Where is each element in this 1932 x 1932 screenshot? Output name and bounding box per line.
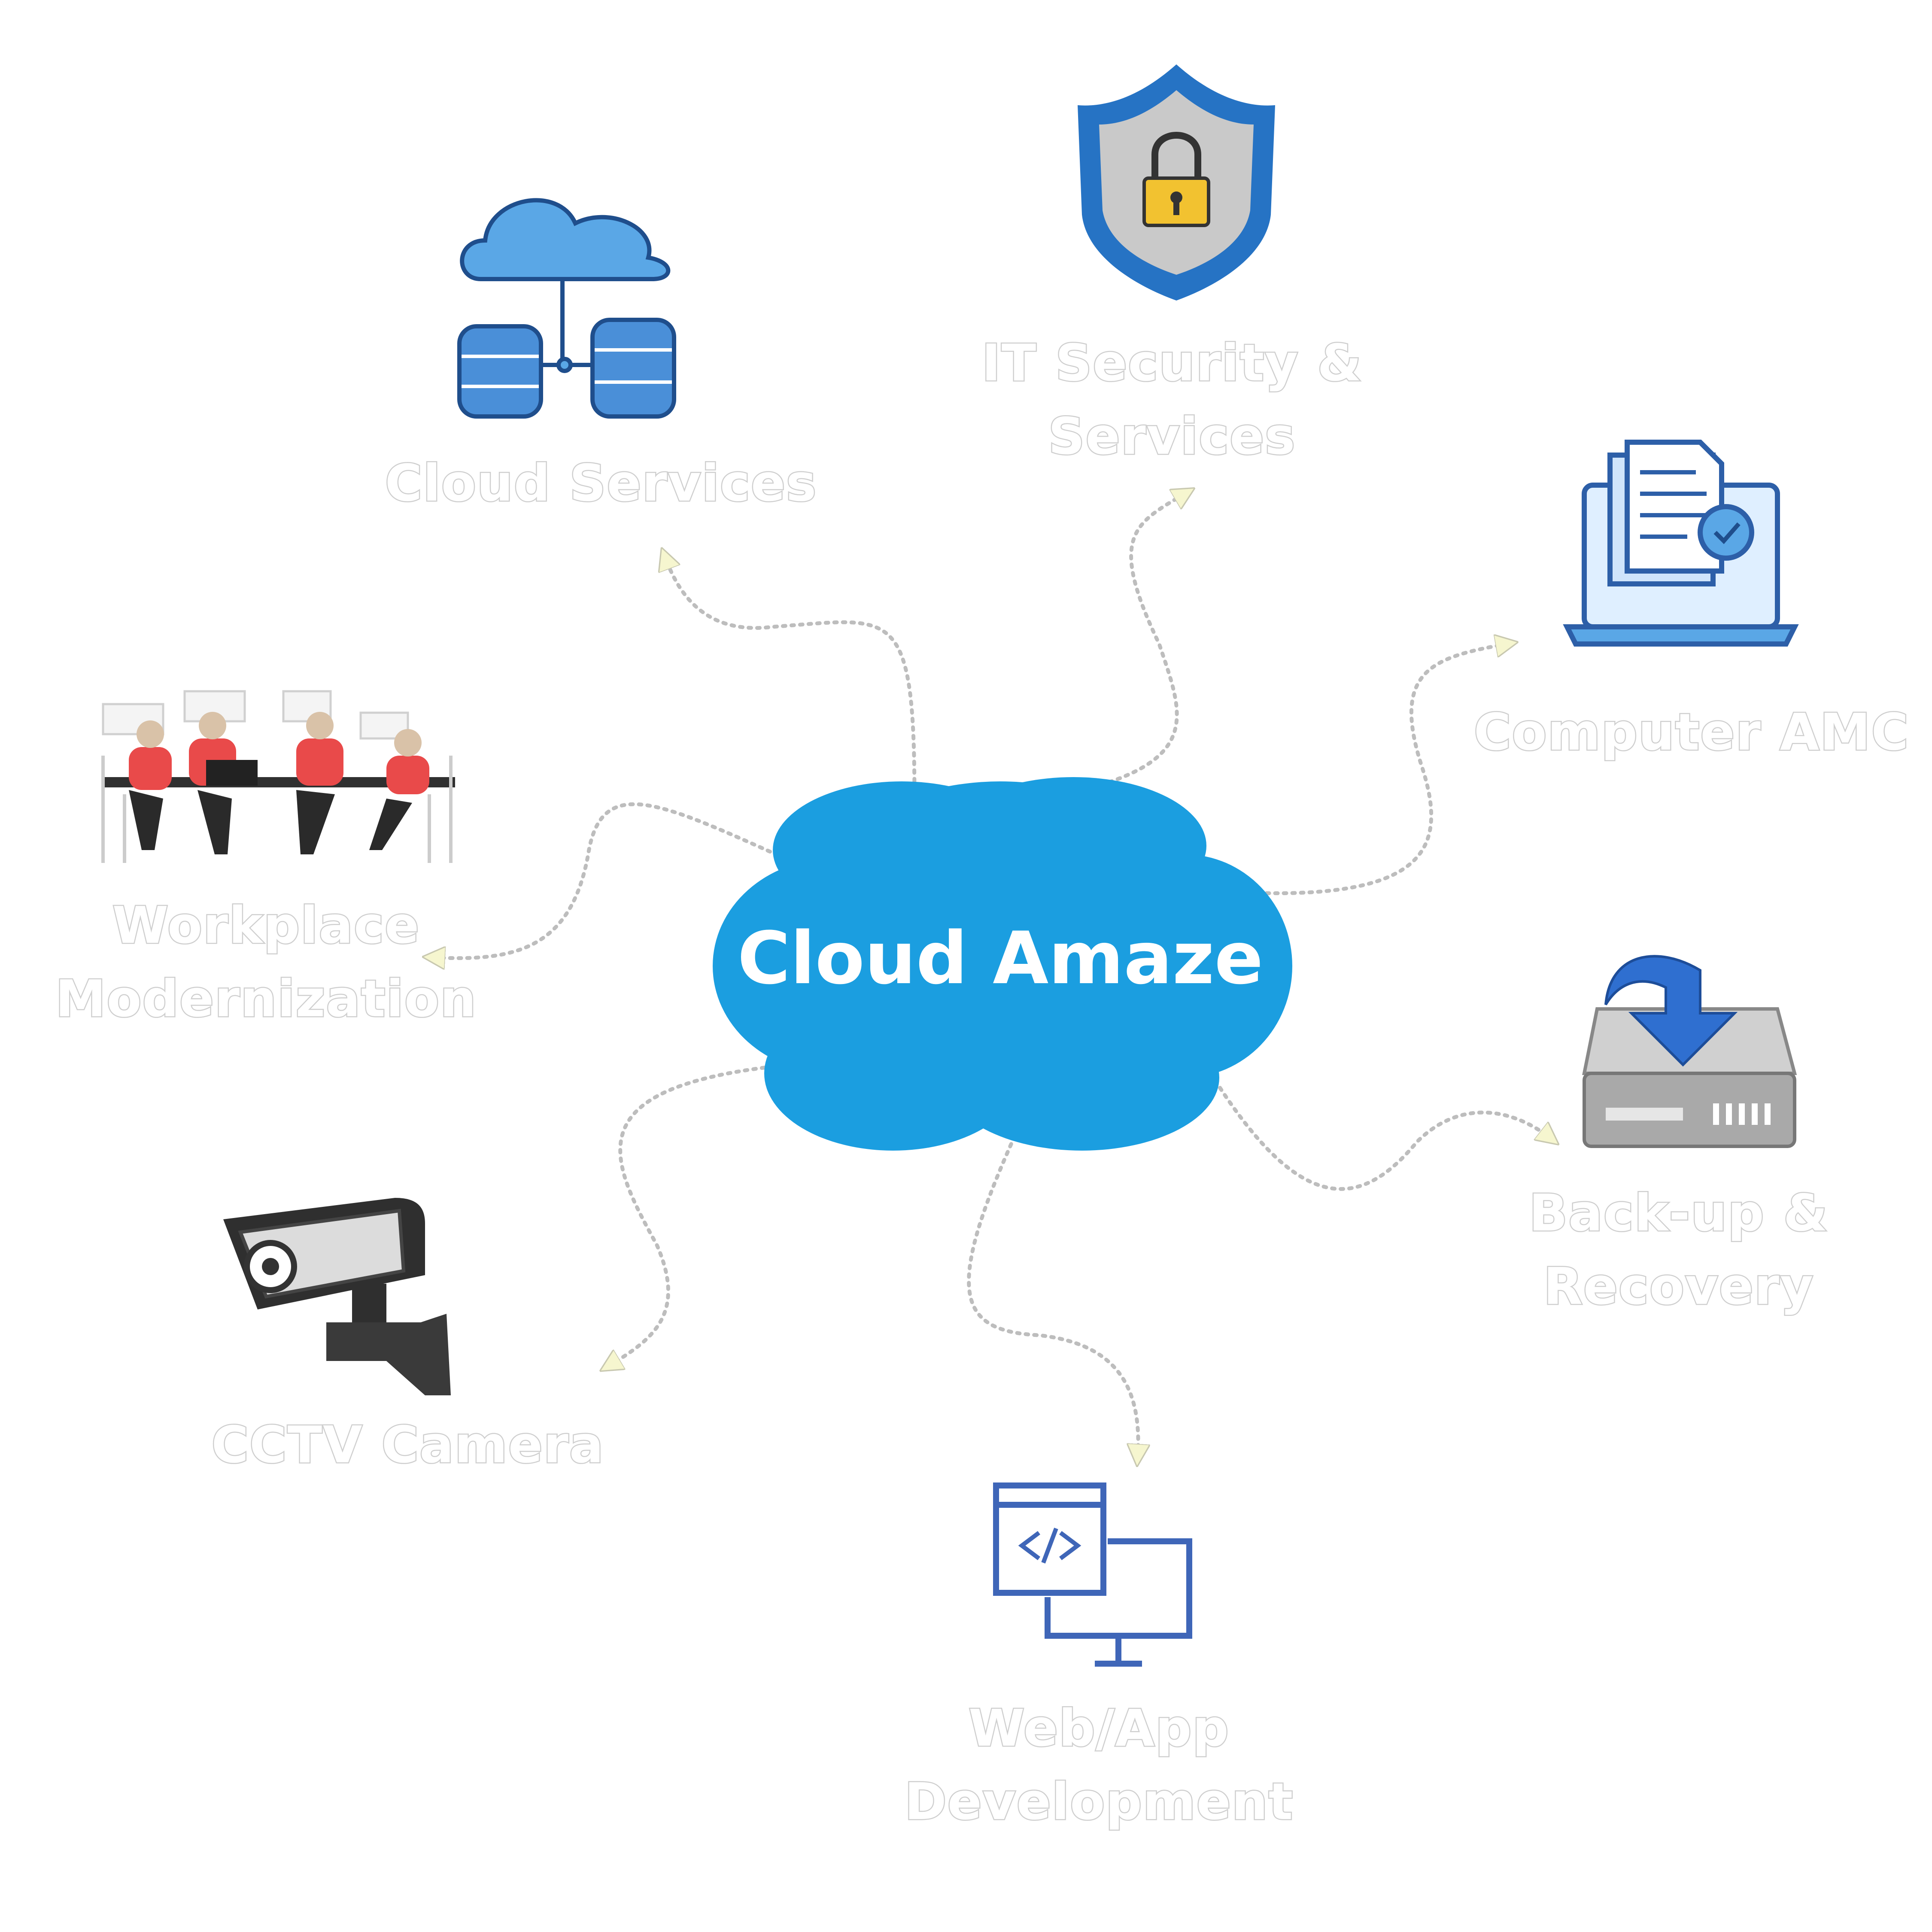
label-cloud-services: Cloud Services <box>384 452 817 513</box>
central-cloud <box>713 777 1292 1151</box>
label-computer-amc: Computer AMC <box>1473 701 1910 762</box>
cloud-database-icon <box>457 198 676 419</box>
connector-it-security <box>1015 494 1185 805</box>
laptop-document-gear-icon <box>1563 440 1799 647</box>
cctv-camera-icon <box>223 1198 451 1395</box>
connector-web-app <box>967 1118 1138 1455</box>
team-meeting-icon <box>101 690 455 863</box>
label-it-security: IT Security & Services <box>981 332 1363 467</box>
connector-computer-amc <box>1256 644 1507 896</box>
connector-cloud-services <box>665 558 917 801</box>
center-title: Cloud Amaze <box>738 916 1264 1000</box>
connectors <box>434 494 1550 1455</box>
drive-download-arrow-icon <box>1582 955 1797 1148</box>
label-cctv: CCTV Camera <box>210 1414 605 1475</box>
label-workplace: Workplace Modernization <box>55 894 477 1029</box>
shield-lock-icon <box>1078 64 1275 301</box>
connector-cctv <box>610 1063 792 1365</box>
label-backup-recovery: Back-up & Recovery <box>1528 1182 1829 1317</box>
code-monitor-icon <box>993 1482 1192 1667</box>
label-web-app: Web/App Development <box>903 1697 1294 1832</box>
connector-workplace <box>434 802 788 958</box>
connector-backup-recovery <box>1209 1071 1550 1191</box>
